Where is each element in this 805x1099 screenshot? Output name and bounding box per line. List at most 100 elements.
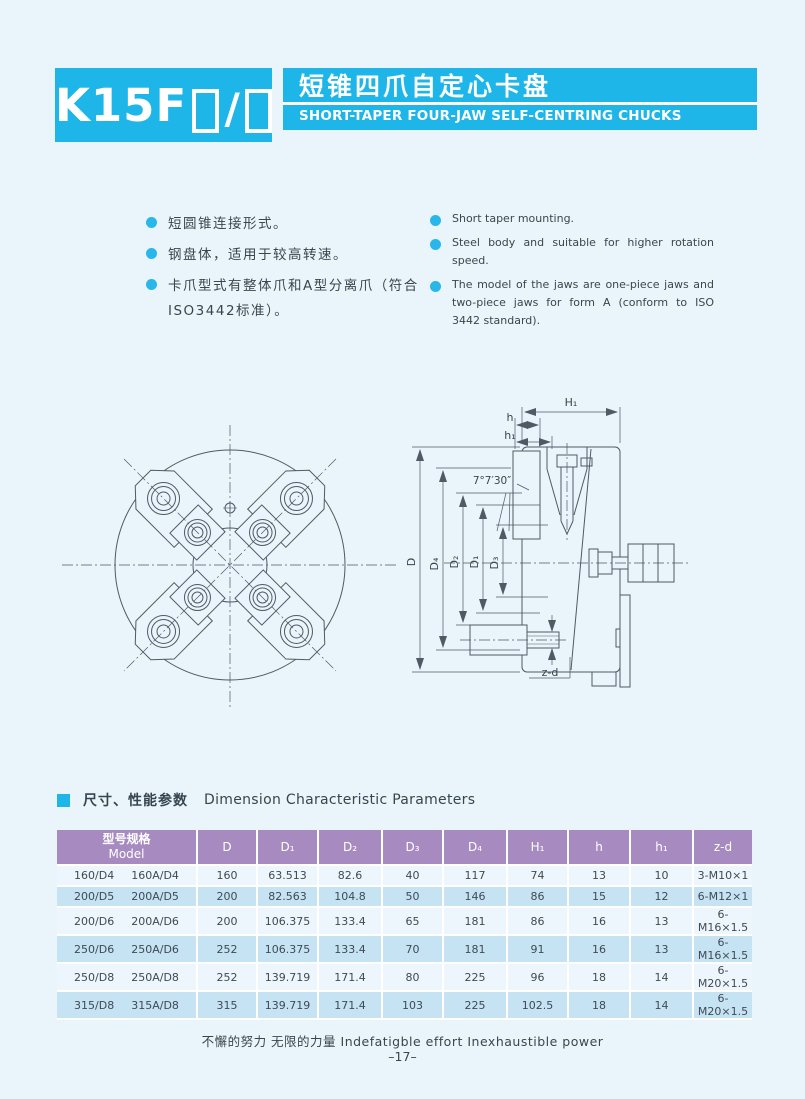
cell: 106.375 (257, 935, 319, 964)
column-header: h (568, 830, 631, 866)
bullet-icon (146, 279, 157, 290)
column-header: D₃ (382, 830, 444, 866)
cell: 117 (443, 865, 508, 887)
model-cell: 200/D5 200A/D5 (57, 886, 198, 908)
model-value: 315A/D8 (131, 998, 179, 1012)
model-value: 160A/D4 (131, 869, 179, 882)
dim-label-D2: D₂ (448, 556, 461, 569)
list-item: 钢盘体，适用于较高转速。 (146, 243, 431, 268)
bullet-icon (430, 215, 441, 226)
table-row: 315/D8 315A/D8 315 139.719 171.4 103 225… (57, 991, 752, 1020)
cell: 80 (382, 963, 444, 992)
cell: 13 (568, 865, 631, 887)
table-row: 200/D6 200A/D6 200 106.375 133.4 65 181 … (57, 907, 752, 936)
cell: 171.4 (318, 991, 383, 1020)
model-value: 250A/D6 (131, 942, 179, 956)
model-cell: 250/D6 250A/D6 (57, 935, 198, 964)
section-title-en: Dimension Characteristic Parameters (204, 792, 476, 808)
table-row: 160/D4 160A/D4 160 63.513 82.6 40 117 74… (57, 865, 752, 887)
model-separator: / (224, 84, 240, 133)
column-header: H₁ (507, 830, 569, 866)
model-cell: 200/D6 200A/D6 (57, 907, 198, 936)
page-title-zh: 短锥四爪自定心卡盘 (299, 72, 552, 101)
table-header-row: 型号规格 Model D D₁ D₂ D₃ D₄ H₁ h h₁ z-d (57, 830, 752, 866)
cell: 181 (443, 935, 508, 964)
model-header-en: Model (108, 847, 145, 861)
cell: 106.375 (257, 907, 319, 936)
cell: 86 (507, 886, 569, 908)
cell: 160 (197, 865, 258, 887)
cell: 252 (197, 935, 258, 964)
cell: 70 (382, 935, 444, 964)
table-row: 200/D5 200A/D5 200 82.563 104.8 50 146 8… (57, 886, 752, 908)
list-item: Steel body and suitable for higher rotat… (430, 234, 715, 270)
column-header: h₁ (630, 830, 694, 866)
bullet-icon (146, 217, 157, 228)
cell: 6-M12×1 (693, 886, 752, 908)
features-en: Short taper mounting. Steel body and sui… (430, 210, 715, 336)
cell: 74 (507, 865, 569, 887)
model-value: 250/D6 (74, 942, 115, 956)
list-item: 卡爪型式有整体爪和A型分离爪（符合ISO3442标准）。 (146, 274, 431, 324)
cell: 225 (443, 991, 508, 1020)
cell: 6-M16×1.5 (693, 935, 752, 964)
cell: 18 (568, 963, 631, 992)
cell: 133.4 (318, 935, 383, 964)
dim-label-zd: z-d (542, 666, 559, 679)
model-value: 200/D5 (74, 890, 115, 903)
cell: 6-M16×1.5 (693, 907, 752, 936)
cell: 3-M10×1 (693, 865, 752, 887)
list-item: The model of the jaws are one-piece jaws… (430, 276, 715, 330)
model-cell: 250/D8 250A/D8 (57, 963, 198, 992)
title-banner: 短锥四爪自定心卡盘 SHORT-TAPER FOUR-JAW SELF-CENT… (283, 68, 757, 130)
column-header: D₄ (443, 830, 508, 866)
cell: 13 (630, 935, 694, 964)
bullet-icon (146, 248, 157, 259)
cell: 82.563 (257, 886, 319, 908)
cell: 18 (568, 991, 631, 1020)
model-value: 200A/D5 (131, 890, 179, 903)
cell: 6-M20×1.5 (693, 963, 752, 992)
cell: 103 (382, 991, 444, 1020)
cell: 10 (630, 865, 694, 887)
cell: 252 (197, 963, 258, 992)
cell: 82.6 (318, 865, 383, 887)
model-value: 250/D8 (74, 970, 115, 984)
cell: 63.513 (257, 865, 319, 887)
parameters-table: 型号规格 Model D D₁ D₂ D₃ D₄ H₁ h h₁ z-d 160… (57, 830, 752, 1020)
cell: 13 (630, 907, 694, 936)
bullet-icon (430, 239, 441, 250)
model-code-block: K15F / (55, 68, 272, 142)
feature-text: 短圆锥连接形式。 (168, 216, 288, 232)
footer-slogan: 不懈的努力 无限的力量 Indefatigble effort Inexhaus… (201, 1034, 604, 1049)
cell: 96 (507, 963, 569, 992)
chuck-bore-circle (192, 527, 268, 603)
model-value: 250A/D8 (131, 970, 179, 984)
model-value: 200/D6 (74, 914, 115, 928)
title-divider (283, 102, 757, 105)
column-header: z-d (693, 830, 752, 866)
cell: 16 (568, 907, 631, 936)
model-placeholder-box (192, 89, 220, 133)
model-header-zh: 型号规格 (102, 832, 151, 846)
cell: 14 (630, 991, 694, 1020)
cell: 104.8 (318, 886, 383, 908)
cell: 91 (507, 935, 569, 964)
model-cell: 160/D4 160A/D4 (57, 865, 198, 887)
cell: 139.719 (257, 963, 319, 992)
bullet-icon (430, 281, 441, 292)
dim-label-H1: H₁ (565, 396, 578, 409)
cell: 200 (197, 886, 258, 908)
technical-drawings: H₁ h h₁ 7°7′30″ D D₄ D₂ D₁ D₃ z-d (62, 396, 690, 707)
list-item: 短圆锥连接形式。 (146, 212, 431, 237)
table-section-title: 尺寸、性能参数 Dimension Characteristic Paramet… (57, 790, 475, 810)
chuck-body-circle (114, 449, 346, 681)
feature-text: Short taper mounting. (452, 212, 575, 225)
model-value: 200A/D6 (131, 914, 179, 928)
dim-label-D4: D₄ (428, 557, 441, 570)
cell: 15 (568, 886, 631, 908)
table-row: 250/D8 250A/D8 252 139.719 171.4 80 225 … (57, 963, 752, 992)
page-title-en: SHORT-TAPER FOUR-JAW SELF-CENTRING CHUCK… (299, 108, 682, 124)
cell: 139.719 (257, 991, 319, 1020)
